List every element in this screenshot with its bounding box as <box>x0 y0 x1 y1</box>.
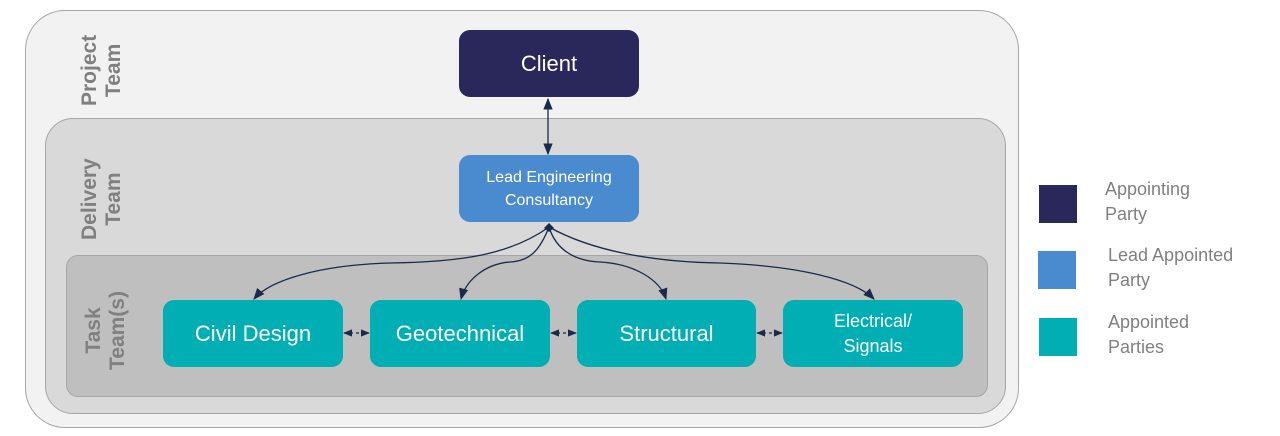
connector-lead-geo <box>459 226 550 301</box>
connector-lead-structural <box>548 226 668 301</box>
node-civil-design[interactable]: Civil Design <box>163 300 343 367</box>
node-structural[interactable]: Structural <box>577 300 756 367</box>
node-lead-label: Lead Engineering Consultancy <box>486 168 612 209</box>
legend-label-lead-appointed-party: Lead Appointed Party <box>1108 245 1234 290</box>
legend-swatch-lead-appointed-party <box>1038 251 1076 289</box>
legend-swatch-appointed-parties <box>1039 318 1077 356</box>
connector-lead-electrical <box>548 226 875 300</box>
node-lead-engineering-consultancy[interactable]: Lead Engineering Consultancy <box>459 155 639 222</box>
node-structural-label: Structural <box>619 320 714 346</box>
legend-label-appointing-party: Appointing Party <box>1105 179 1191 224</box>
node-electrical-label: Electrical/ Signals <box>833 310 913 356</box>
node-civil-label: Civil Design <box>194 320 312 346</box>
node-client-label: Client <box>520 50 578 76</box>
legend-label-appointed-parties: Appointed Parties <box>1108 312 1190 357</box>
node-electrical-signals[interactable]: Electrical/ Signals <box>783 300 963 367</box>
legend-swatch-appointing-party <box>1039 185 1077 223</box>
node-geo-label: Geotechnical <box>395 320 525 346</box>
node-client[interactable]: Client <box>459 30 639 97</box>
connector-lead-civil <box>253 226 550 300</box>
node-geotechnical[interactable]: Geotechnical <box>370 300 550 367</box>
lead-connector-hub <box>544 223 554 232</box>
